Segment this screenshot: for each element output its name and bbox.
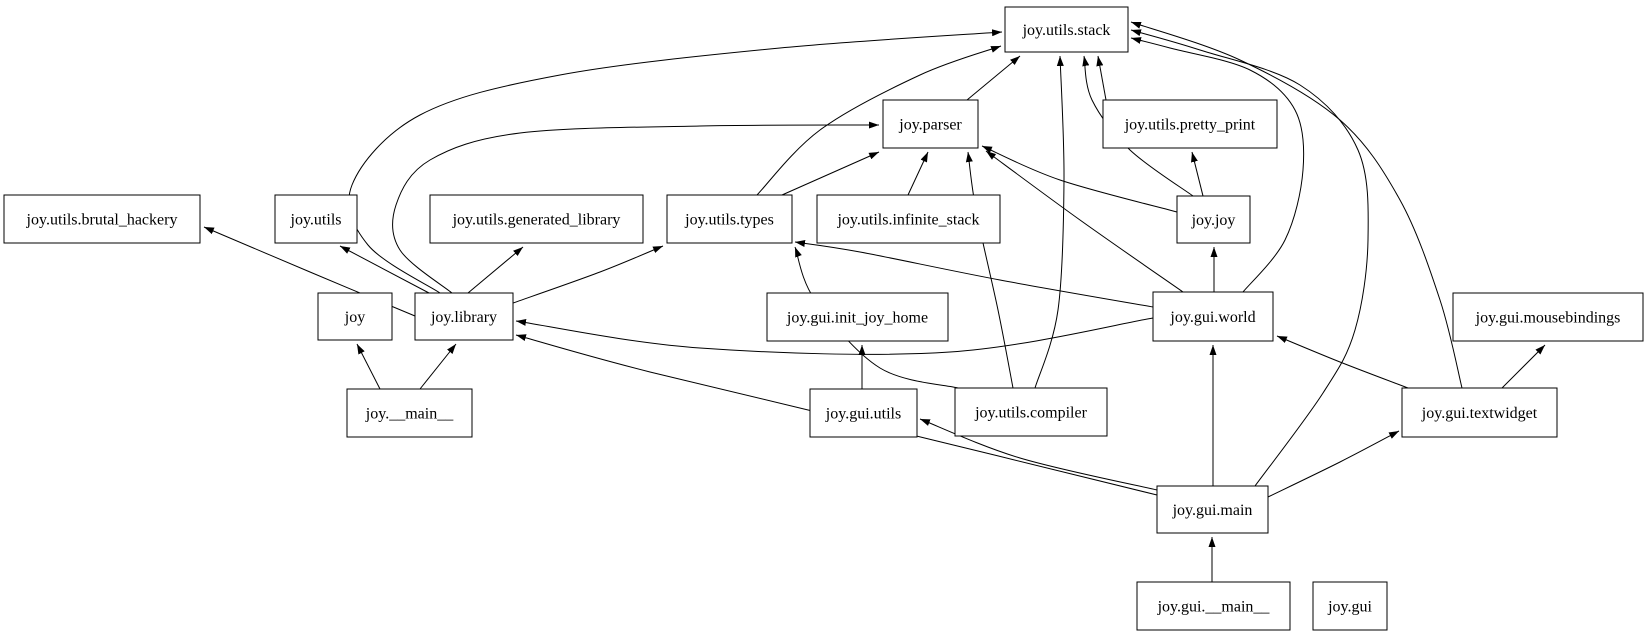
node-gui_main-label: joy.gui.main — [1172, 502, 1253, 519]
node-gui_utils: joy.gui.utils — [809, 388, 918, 438]
node-mousebindings-label: joy.gui.mousebindings — [1475, 309, 1621, 326]
node-joy-box — [317, 292, 393, 341]
node-library-box — [414, 292, 514, 341]
edge-library-to-stack — [348, 29, 1003, 294]
node-joy: joy — [317, 292, 393, 341]
node-textwidget: joy.gui.textwidget — [1401, 387, 1558, 438]
edge-textwidget-to-mousebindings — [1501, 344, 1546, 389]
edge-pretty_print-to-stack — [1096, 55, 1107, 101]
node-joy_joy-box — [1176, 195, 1251, 244]
edge-library-to-utils — [339, 245, 430, 294]
edge-world-to-stack — [1130, 37, 1305, 293]
edge-library-to-generated_library — [467, 246, 524, 294]
node-compiler: joy.utils.compiler — [954, 387, 1108, 437]
node-utils-box — [274, 194, 358, 244]
node-types-box — [666, 194, 793, 244]
edge-compiler-to-types — [794, 246, 959, 389]
edge-textwidget-to-stack — [1130, 21, 1463, 389]
node-types-label: joy.utils.types — [684, 211, 774, 228]
edge-main_dunder-to-library — [419, 343, 457, 390]
node-parser: joy.parser — [882, 99, 979, 149]
edge-infinite_stack-to-parser — [907, 151, 929, 196]
node-generated_library-label: joy.utils.generated_library — [452, 211, 621, 228]
node-infinite_stack-label: joy.utils.infinite_stack — [836, 211, 979, 228]
node-textwidget-box — [1401, 387, 1558, 438]
node-gui_main_dunder-label: joy.gui.__main__ — [1157, 598, 1271, 615]
node-joy_joy-label: joy.joy — [1191, 212, 1236, 229]
node-pretty_print-box — [1102, 99, 1278, 149]
edge-world-to-parser — [985, 150, 1184, 293]
node-infinite_stack-box — [816, 194, 1001, 244]
edge-main_dunder-to-joy — [356, 343, 381, 390]
node-gui_utils-label: joy.gui.utils — [825, 405, 901, 422]
edge-types-to-parser — [781, 151, 880, 196]
edge-library-to-types — [512, 245, 664, 304]
node-stack: joy.utils.stack — [1004, 6, 1129, 53]
node-gui_main_dunder: joy.gui.__main__ — [1136, 581, 1291, 631]
node-gui_main_dunder-box — [1136, 581, 1291, 631]
node-init_joy_home-label: joy.gui.init_joy_home — [786, 309, 928, 326]
node-main_dunder-label: joy.__main__ — [365, 405, 454, 422]
nodes-layer: joy.utils.stack joy.parser joy.utils.prett… — [3, 6, 1644, 631]
node-main_dunder: joy.__main__ — [346, 388, 473, 438]
node-library-label: joy.library — [430, 309, 497, 326]
node-stack-box — [1004, 6, 1129, 53]
edge-joy_joy-to-parser — [981, 145, 1178, 213]
node-gui_main-box — [1156, 485, 1269, 534]
node-gui_main: joy.gui.main — [1156, 485, 1269, 534]
node-gui-box — [1312, 581, 1388, 631]
edge-gui_main-to-stack — [1130, 29, 1369, 487]
node-brutal_hackery: joy.utils.brutal_hackery — [3, 194, 201, 244]
edge-types-to-stack — [756, 45, 1002, 196]
edge-compiler-to-stack — [1034, 55, 1065, 389]
node-pretty_print-label: joy.utils.pretty_print — [1124, 116, 1256, 133]
node-mousebindings: joy.gui.mousebindings — [1452, 292, 1644, 342]
node-brutal_hackery-box — [3, 194, 201, 244]
node-init_joy_home: joy.gui.init_joy_home — [766, 292, 949, 342]
node-utils: joy.utils — [274, 194, 358, 244]
node-init_joy_home-box — [766, 292, 949, 342]
node-gui: joy.gui — [1312, 581, 1388, 631]
node-library: joy.library — [414, 292, 514, 341]
node-compiler-label: joy.utils.compiler — [974, 404, 1088, 421]
node-world-box — [1152, 291, 1274, 342]
edge-library-to-parser — [392, 121, 880, 294]
node-pretty_print: joy.utils.pretty_print — [1102, 99, 1278, 149]
node-gui_utils-box — [809, 388, 918, 438]
node-world: joy.gui.world — [1152, 291, 1274, 342]
node-utils-label: joy.utils — [290, 211, 342, 228]
edge-world-to-types — [794, 240, 1154, 308]
edge-world-to-library — [515, 317, 1154, 355]
node-joy_joy: joy.joy — [1176, 195, 1251, 244]
node-generated_library-box — [429, 194, 644, 244]
edge-compiler-to-parser — [965, 151, 1014, 389]
node-types: joy.utils.types — [666, 194, 793, 244]
node-main_dunder-box — [346, 388, 473, 438]
edge-gui_main-to-gui_utils — [919, 418, 1158, 491]
node-infinite_stack: joy.utils.infinite_stack — [816, 194, 1001, 244]
edge-parser-to-stack — [966, 55, 1021, 101]
node-joy-label: joy — [344, 309, 365, 326]
node-generated_library: joy.utils.generated_library — [429, 194, 644, 244]
edge-gui_main-to-textwidget — [1267, 430, 1400, 498]
edge-joy_joy-to-pretty_print — [1191, 151, 1204, 197]
node-compiler-box — [954, 387, 1108, 437]
edge-gui_main-to-library — [515, 334, 1158, 496]
node-stack-label: joy.utils.stack — [1022, 22, 1111, 39]
node-gui-label: joy.gui — [1327, 598, 1372, 615]
node-textwidget-label: joy.gui.textwidget — [1421, 405, 1538, 422]
edge-textwidget-to-world — [1276, 335, 1409, 389]
node-brutal_hackery-label: joy.utils.brutal_hackery — [26, 211, 178, 228]
node-parser-box — [882, 99, 979, 149]
node-mousebindings-box — [1452, 292, 1644, 342]
node-parser-label: joy.parser — [898, 116, 962, 133]
node-world-label: joy.gui.world — [1169, 309, 1255, 326]
